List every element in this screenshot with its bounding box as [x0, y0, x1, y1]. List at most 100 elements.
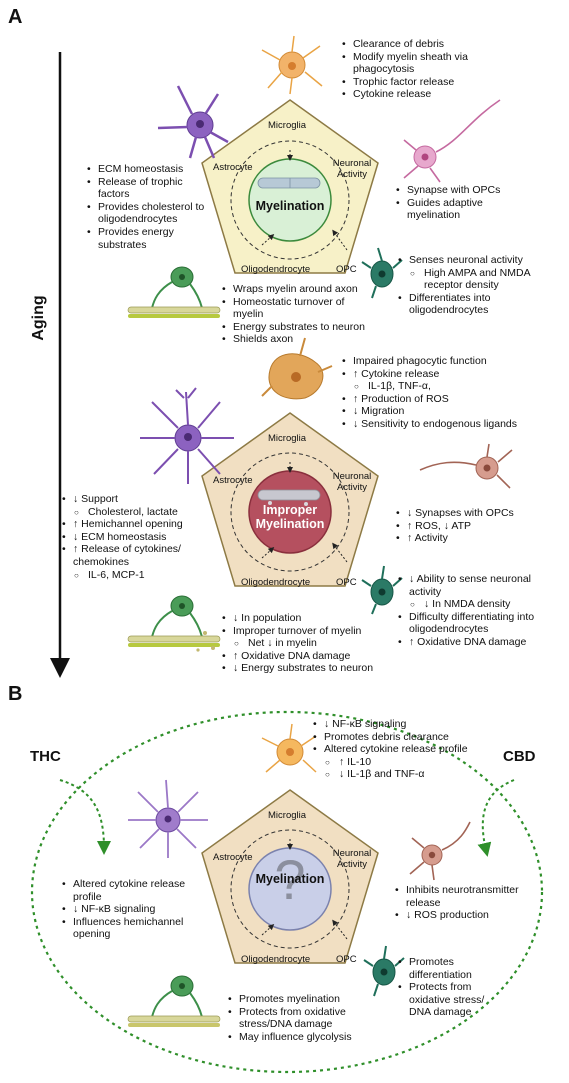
bullet: Impaired phagocytic function — [342, 355, 567, 368]
bullet: Altered cytokine release profile — [313, 743, 513, 756]
bottom-damaged-axon — [257, 489, 321, 501]
bottom-astrocyte-bullets: ↓ Support Cholesterol, lactate ↑ Hemicha… — [62, 493, 212, 582]
b-label-astrocyte: Astrocyte — [213, 852, 253, 863]
thc-arrow — [59, 779, 111, 855]
bullet: Trophic factor release — [342, 76, 562, 89]
bullet: ECM homeostasis — [87, 163, 217, 176]
bullet: Synapse with OPCs — [396, 184, 566, 197]
aging-label: Aging — [30, 295, 47, 341]
bullet: ↑ Activity — [396, 532, 566, 545]
sub-bullet: Net ↓ in myelin — [222, 637, 402, 650]
bottom-center-title: Improper Myelination — [249, 503, 331, 531]
top-oligo-cell — [127, 266, 221, 318]
top-opc-bullets: Senses neuronal activity High AMPA and N… — [398, 254, 568, 317]
sub-bullet: ↓ IL-1β and TNF-α — [313, 768, 513, 781]
b-neuron-cell — [409, 821, 471, 881]
b-label-neuronal-activity: Neuronal Activity — [326, 848, 378, 870]
bottom-label-oligo: Oligodendrocyte — [241, 577, 311, 588]
bullet: ↓ Support — [62, 493, 212, 506]
bullet: Senses neuronal activity — [398, 254, 568, 267]
bottom-neuron-cell — [419, 443, 513, 489]
bottom-neuron-bullets: ↓ Synapses with OPCs ↑ ROS, ↓ ATP ↑ Acti… — [396, 507, 566, 545]
panel-a-letter: A — [8, 6, 23, 28]
bullet: ↑ Production of ROS — [342, 393, 567, 406]
bullet: Improper turnover of myelin — [222, 625, 402, 638]
bottom-oligo-bullets: ↓ In population Improper turnover of mye… — [222, 612, 402, 675]
bottom-opc-cell — [361, 565, 403, 615]
top-oligo-bullets: Wraps myelin around axon Homeostatic tur… — [222, 283, 392, 346]
bullet: ↑ ROS, ↓ ATP — [396, 520, 566, 533]
sub-bullet: IL-1β, TNF-α, — [342, 380, 567, 393]
bottom-label-microglia: Microglia — [268, 433, 307, 444]
sub-bullet: Cholesterol, lactate — [62, 506, 212, 519]
top-label-neuronal: Neuronal — [332, 158, 372, 169]
bottom-microglia-bullets: Impaired phagocytic function ↑ Cytokine … — [342, 355, 567, 431]
top-dashed-cycle — [230, 140, 350, 260]
b-oligo-bullets: Promotes myelination Protects from oxida… — [228, 993, 388, 1043]
bottom-label-activity: Activity — [336, 482, 368, 493]
top-neuron-cell — [403, 99, 501, 183]
bottom-center-line-2: Myelination — [255, 517, 325, 531]
top-label-opc: OPC — [336, 264, 357, 275]
sub-bullet: ↓ In NMDA density — [398, 598, 568, 611]
bullet: ↑ Hemichannel opening — [62, 518, 212, 531]
top-astrocyte-cell — [157, 85, 229, 159]
panel-b-dashed-cycle — [230, 829, 350, 949]
top-center-title: Myelination — [255, 199, 325, 213]
sub-bullet: IL-6, MCP-1 — [62, 569, 212, 582]
top-neuron-bullets: Synapse with OPCs Guides adaptivemyelina… — [396, 184, 566, 222]
bottom-label-opc: OPC — [336, 577, 357, 588]
bullet: ↓ Synapses with OPCs — [396, 507, 566, 520]
bullet: ↑ Release of cytokines/chemokines — [62, 543, 212, 568]
top-astrocyte-bullets: ECM homeostasis Release of trophicfactor… — [87, 163, 217, 251]
b-label-opc: OPC — [336, 954, 357, 965]
top-opc-cell — [361, 247, 403, 299]
top-label-astrocyte: Astrocyte — [213, 162, 253, 173]
bullet: ↓ NF-κB signaling — [62, 903, 212, 916]
b-opc-cell — [363, 945, 405, 997]
top-label-microglia: Microglia — [268, 120, 307, 131]
bottom-center-line-1: Improper — [262, 503, 318, 517]
b-center-title: Myelination — [255, 872, 325, 886]
bullet: Cytokine release — [342, 88, 562, 101]
bullet: Clearance of debris — [342, 38, 562, 51]
question-mark: ? — [274, 848, 306, 911]
bullet: Shields axon — [222, 333, 392, 346]
b-label-oligo: Oligodendrocyte — [241, 954, 311, 965]
bullet: ↓ Energy substrates to neuron — [222, 662, 402, 675]
sub-bullet: ↑ IL-10 — [313, 756, 513, 769]
bullet: ↓ In population — [222, 612, 402, 625]
b-astrocyte-cell — [128, 779, 208, 858]
bullet: ↑ Oxidative DNA damage — [222, 650, 402, 663]
bottom-dashed-cycle — [230, 452, 350, 572]
bullet: ↓ Sensitivity to endogenous ligands — [342, 418, 567, 431]
bottom-label-neuronal: Neuronal — [332, 471, 372, 482]
bullet: ↓ Migration — [342, 405, 567, 418]
bullet: Energy substrates to neuron — [222, 321, 392, 334]
bullet: Difficulty differentiating intooligodend… — [398, 611, 568, 636]
b-label-microglia: Microglia — [268, 810, 307, 821]
top-axon-myelin — [257, 177, 321, 189]
bullet: Promotes myelination — [228, 993, 388, 1006]
bullet: May influence glycolysis — [228, 1031, 388, 1044]
b-microglia-cell — [261, 723, 317, 773]
b-microglia-bullets: ↓ NF-κB signaling Promotes debris cleara… — [313, 718, 513, 782]
bottom-label-neuronal-activity: Neuronal Activity — [326, 471, 378, 493]
